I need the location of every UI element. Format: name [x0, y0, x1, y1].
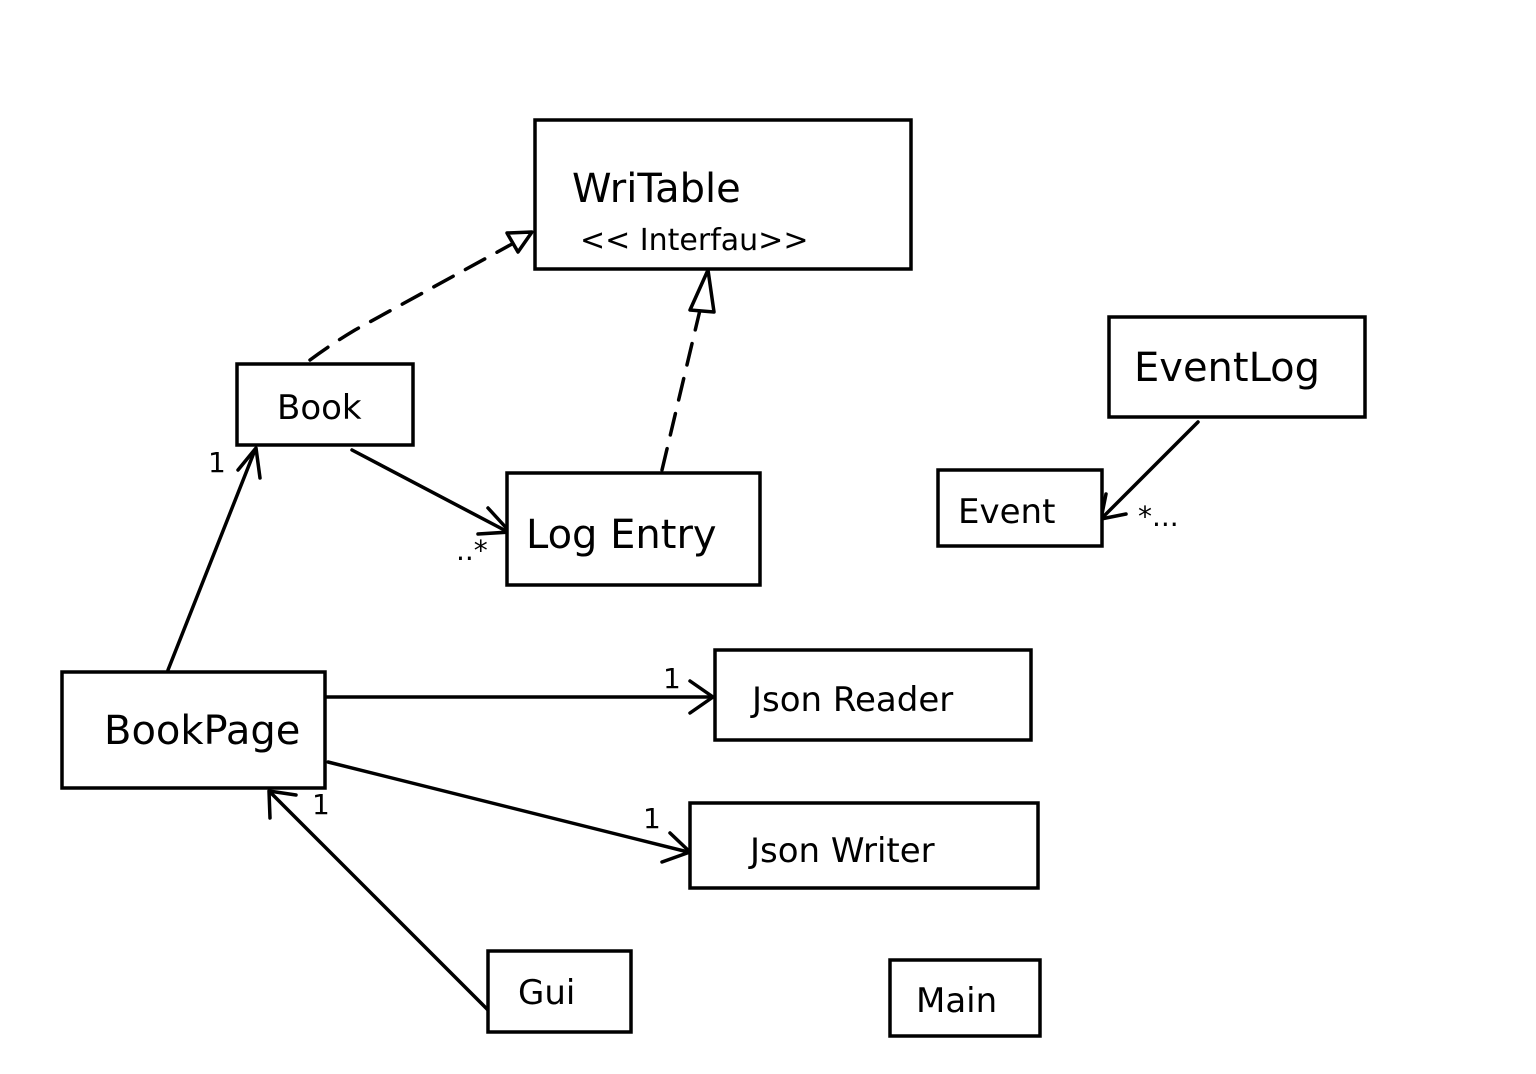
class-event: Event: [936, 468, 1104, 548]
class-json-writer: Json Writer: [688, 801, 1040, 890]
class-book: Book: [235, 362, 415, 447]
class-event-name: Event: [958, 492, 1055, 532]
edge-bookpage-book-association: [166, 446, 262, 672]
class-main: Main: [888, 958, 1042, 1038]
multiplicity-eventlog-event: *...: [1138, 500, 1179, 533]
multiplicity-bookpage-jsonwriter: 1: [643, 802, 661, 835]
multiplicity-gui-bookpage: 1: [312, 788, 330, 821]
class-json-reader: Json Reader: [713, 648, 1033, 742]
edge-book-writable-realization: [308, 230, 534, 362]
edge-book-logentry-association: [350, 448, 512, 536]
class-log-entry: Log Entry: [505, 471, 762, 587]
multiplicity-book-logentry: ..*: [456, 534, 488, 567]
class-gui: Gui: [486, 949, 633, 1034]
class-book-page-name: BookPage: [104, 708, 300, 754]
class-book-name: Book: [277, 388, 362, 428]
edge-bookpage-jsonreader-association: [324, 679, 715, 715]
multiplicity-bookpage-jsonreader: 1: [663, 662, 681, 695]
class-event-log: EventLog: [1107, 315, 1367, 419]
class-log-entry-name: Log Entry: [526, 512, 717, 558]
class-main-name: Main: [916, 981, 997, 1021]
class-json-writer-name: Json Writer: [748, 831, 935, 871]
edge-gui-bookpage-association: [267, 789, 490, 1012]
class-json-reader-name: Json Reader: [750, 680, 953, 720]
class-event-log-name: EventLog: [1134, 345, 1320, 391]
class-writable: WriTable << Interfau>>: [533, 118, 913, 271]
class-writable-stereotype: << Interfau>>: [580, 223, 808, 258]
class-gui-name: Gui: [518, 973, 575, 1013]
multiplicity-bookpage-book: 1: [208, 446, 226, 479]
edge-bookpage-jsonwriter-association: [326, 760, 692, 864]
class-writable-name: WriTable: [572, 166, 741, 212]
edge-logentry-writable-realization: [660, 268, 716, 472]
class-book-page: BookPage: [60, 670, 327, 790]
